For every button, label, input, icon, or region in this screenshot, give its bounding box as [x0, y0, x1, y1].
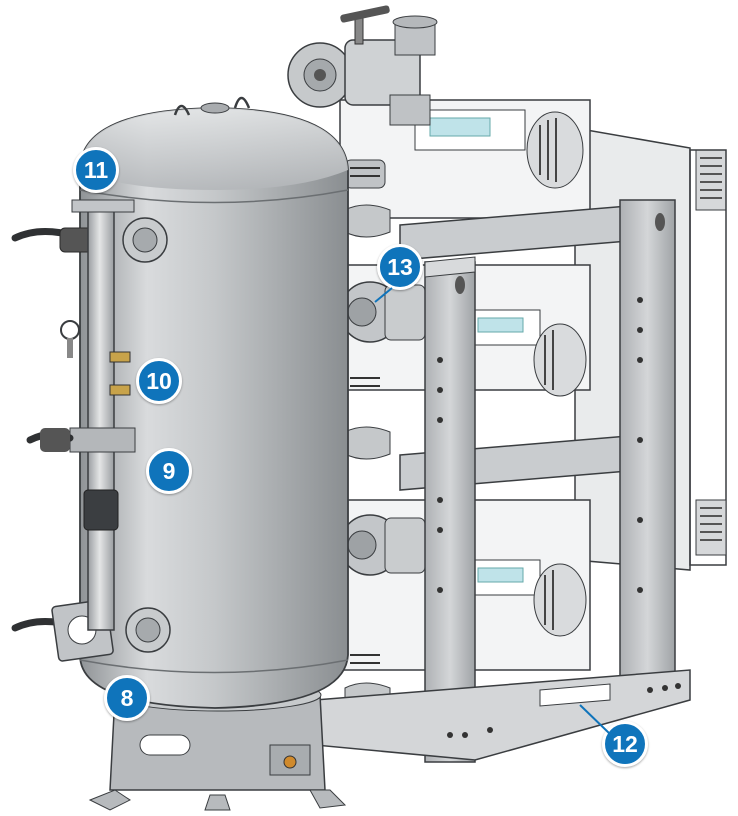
vertical-pipe — [26, 199, 136, 631]
top-valve — [287, 5, 438, 126]
callout-13: 13 — [377, 244, 423, 290]
pump-unit-top — [339, 99, 591, 219]
callout-9: 9 — [146, 448, 192, 494]
pressure-tank — [79, 96, 349, 709]
rack-frame — [314, 199, 691, 763]
callout-11: 11 — [73, 147, 119, 193]
callout-10: 10 — [136, 358, 182, 404]
callout-8: 8 — [104, 675, 150, 721]
callout-12: 12 — [602, 721, 648, 767]
